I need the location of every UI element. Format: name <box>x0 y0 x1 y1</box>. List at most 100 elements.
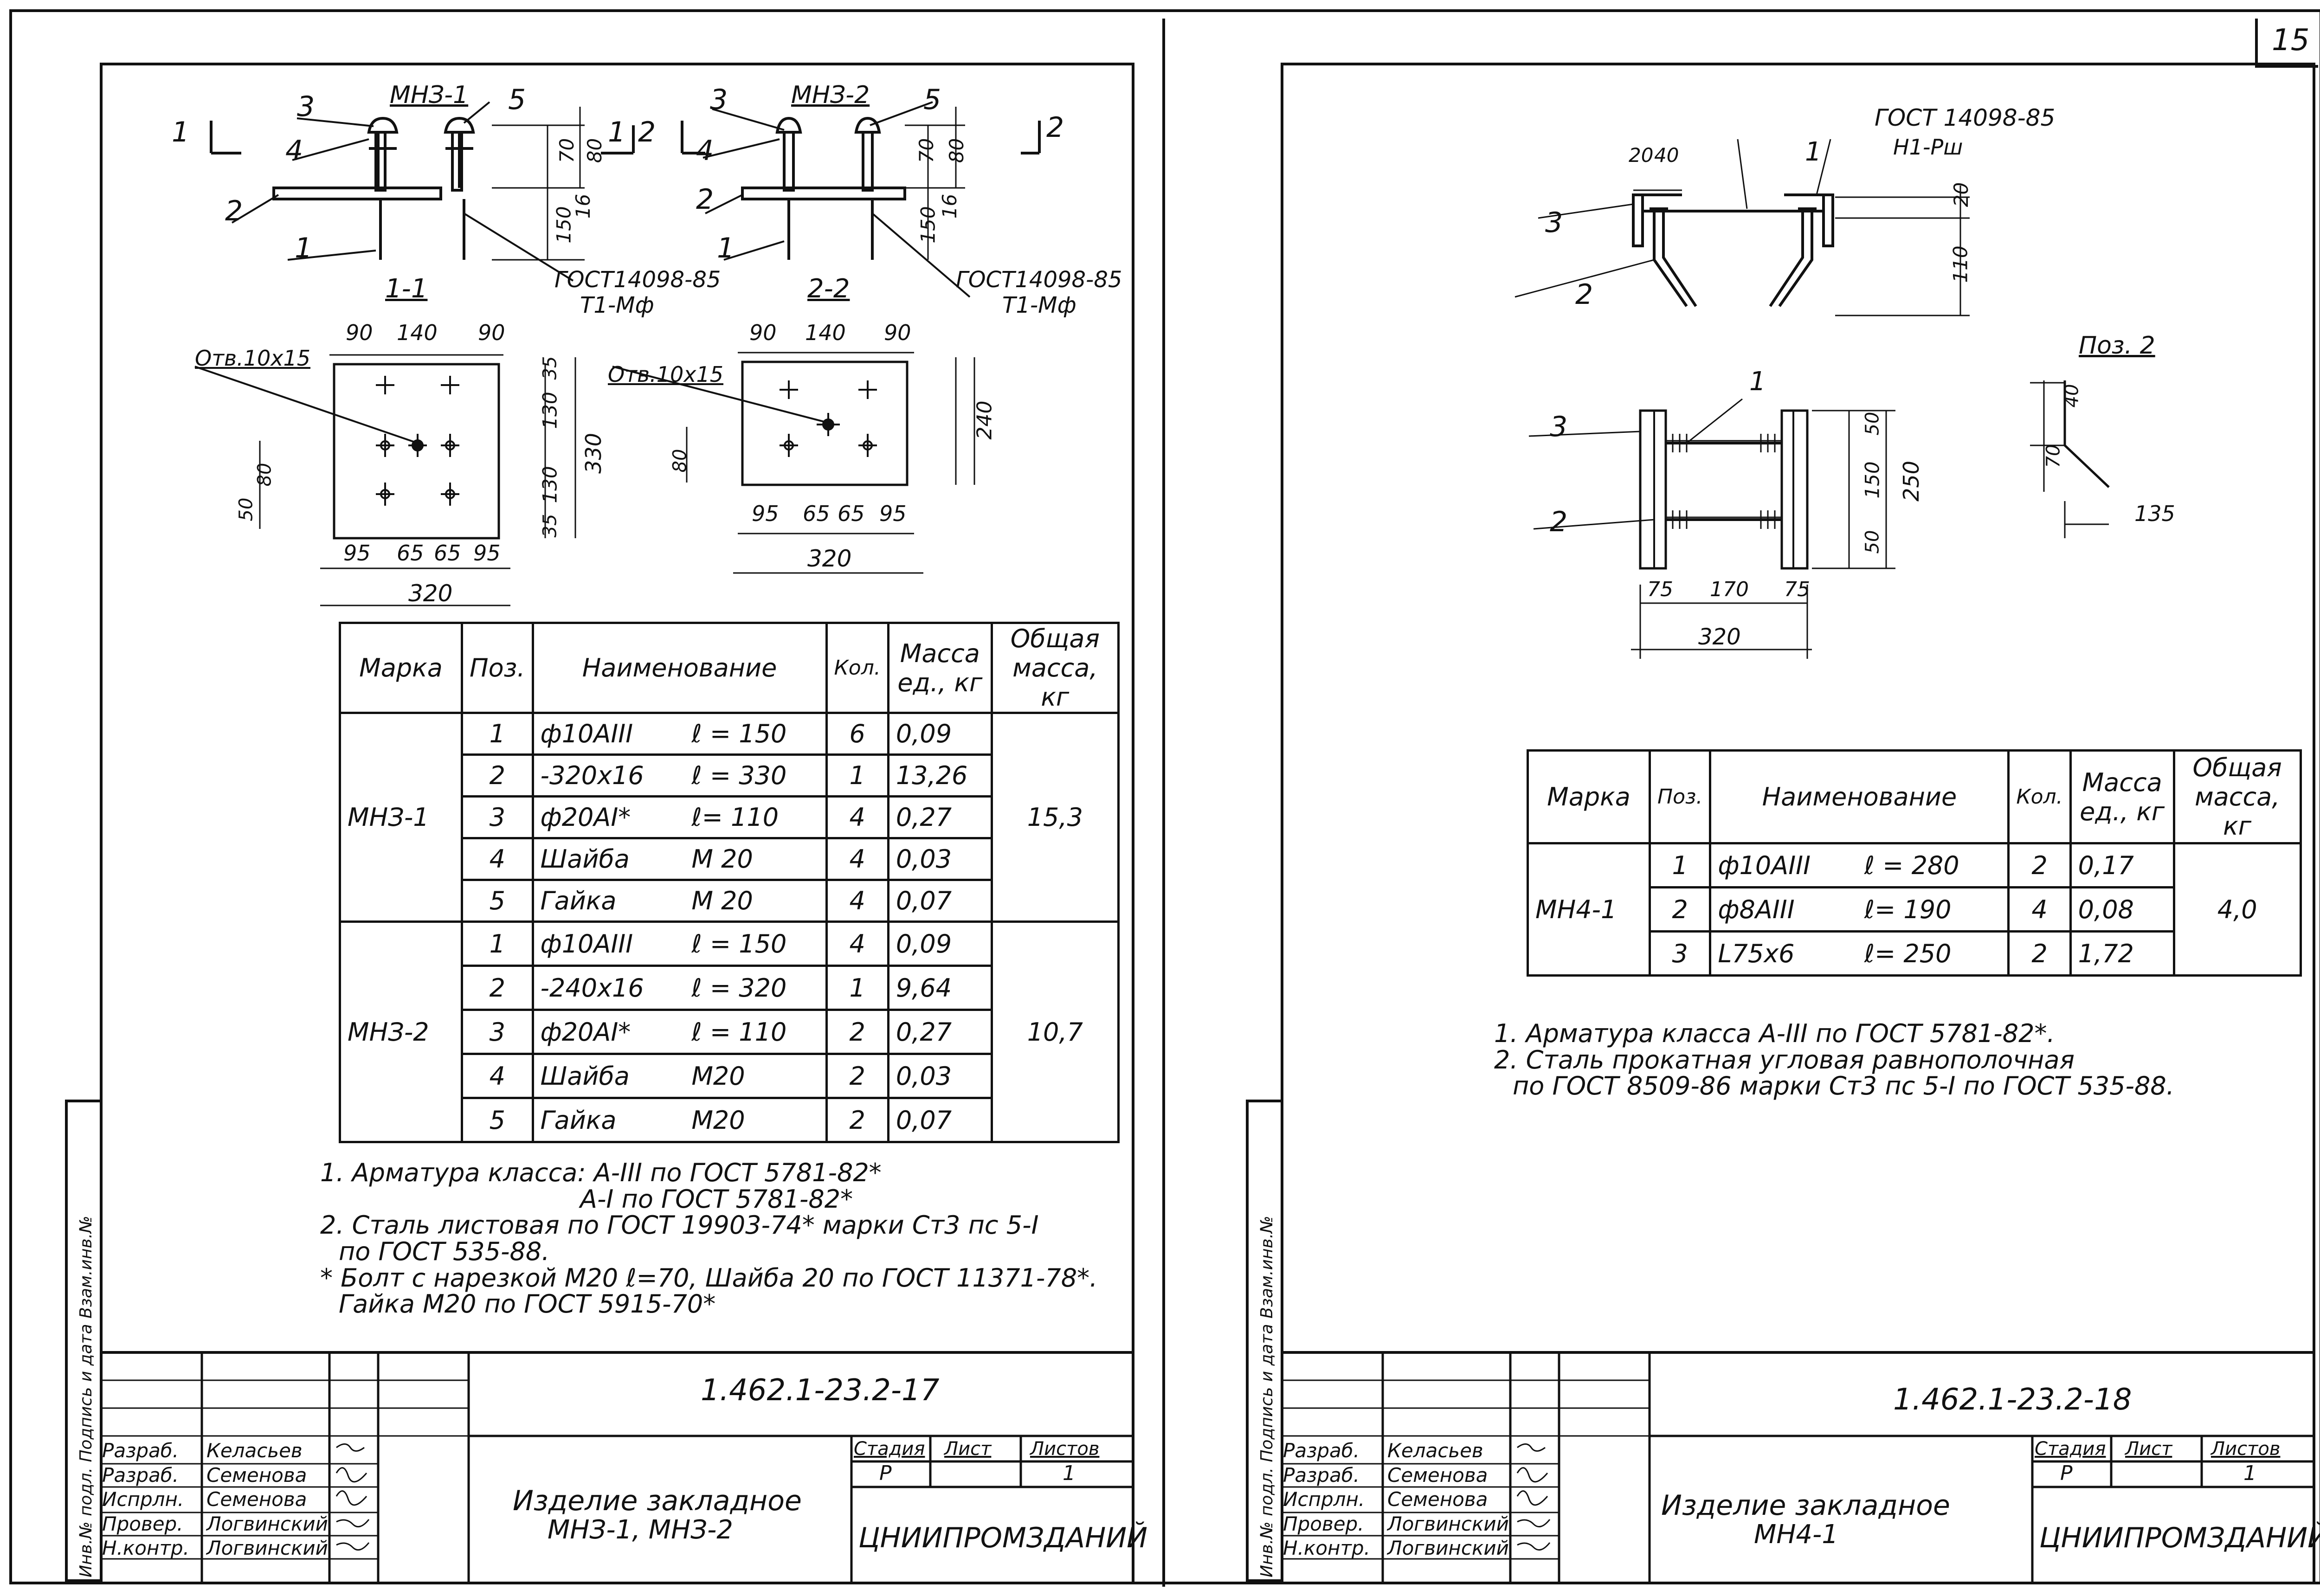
table-row: 2 ф8АIII ℓ= 190 4 0,08 <box>1528 886 2301 933</box>
plan-angle-left <box>1639 409 1667 570</box>
mark-mnz2-label: МНЗ-2 <box>791 81 870 109</box>
hole-label: Отв.10х15 <box>195 346 311 371</box>
dim-135: 135 <box>2134 501 2175 526</box>
dim-65: 65 <box>434 541 461 566</box>
role-cell: Провер. <box>1283 1512 1364 1535</box>
signature-icon <box>1516 1443 1551 1551</box>
right-drawing <box>1514 139 2110 659</box>
dim-95: 95 <box>752 501 779 526</box>
weld-type-label: Н1-Рш <box>1893 135 1963 160</box>
role-cell: Разраб. <box>1283 1464 1360 1487</box>
drawing-title: Изделие закладное <box>513 1485 802 1517</box>
dim-170: 170 <box>1710 578 1749 601</box>
table-row: 4 Шайба М 20 4 0,03 <box>340 837 1119 881</box>
name-cell: Семенова <box>1387 1464 1488 1487</box>
pos-1-label: 1 <box>295 232 313 264</box>
table-row: 5 Гайка М 20 4 0,07 <box>340 879 1119 923</box>
note-line: А-I по ГОСТ 5781-82* <box>580 1184 853 1214</box>
col-header: Поз. <box>1648 749 1712 844</box>
col-header: Кол. <box>2007 749 2072 844</box>
pos-1-label: 1 <box>1805 137 1822 167</box>
table-row: 2 -240х16 ℓ = 320 1 9,64 <box>340 965 1119 1011</box>
note-line: * Болт с нарезкой М20 ℓ=70, Шайба 20 по … <box>320 1263 1098 1293</box>
plate-mnz1 <box>272 187 442 200</box>
name-cell: Келасьев <box>1387 1439 1483 1462</box>
left-side-stamp <box>65 1100 103 1582</box>
table-row: 2 -320х16 ℓ = 330 1 13,26 <box>340 753 1119 798</box>
section-2-label: 2 <box>638 116 656 148</box>
note-line: Гайка М20 по ГОСТ 5915-70* <box>339 1289 716 1319</box>
pos-1-label: 1 <box>1749 367 1766 397</box>
right-side-stamp <box>1246 1100 1283 1582</box>
pos-2-label: 2 <box>696 183 714 216</box>
col-header: Масса ед., кг <box>2069 749 2175 844</box>
col-header: Поз. <box>461 622 534 714</box>
drawing-subtitle: МН4-1 <box>1754 1519 1838 1550</box>
pos-4-label: 4 <box>285 135 303 167</box>
nut-icon <box>367 116 399 134</box>
name-cell: Семенова <box>1387 1488 1488 1511</box>
table-row: 3 ф20АI* ℓ= 110 4 0,27 <box>340 795 1119 839</box>
col-header: Марка <box>339 622 463 714</box>
mark-mnz1-label: МНЗ-1 <box>390 81 469 109</box>
total-mass-cell: 4,0 <box>2172 842 2302 977</box>
sheets-value: 1 <box>2243 1461 2256 1485</box>
dim-95: 95 <box>473 541 501 566</box>
table-row: 3 L75х6 ℓ= 250 2 1,72 <box>1528 930 2301 977</box>
hole-label: Отв.10х15 <box>608 362 724 387</box>
mark-cell: МН4-1 <box>1527 842 1651 977</box>
dim-90: 90 <box>478 320 505 345</box>
right-spec-table: Марка Поз. Наименование Кол. Масса ед., … <box>1527 749 2302 977</box>
plate-mnz2 <box>741 187 906 200</box>
col-header: Общая масса, кг <box>2172 749 2302 844</box>
section-2-label: 2 <box>1046 111 1064 144</box>
col-header: Наименование <box>1709 749 2010 844</box>
note-line: 1. Арматура класса: А-III по ГОСТ 5781-8… <box>320 1158 882 1187</box>
stage-value: Р <box>2060 1461 2073 1485</box>
role-cell: Разраб. <box>102 1439 179 1462</box>
leader-line <box>296 117 374 127</box>
section-1-label: 1 <box>172 116 190 148</box>
table-row: МНЗ-2 1 ф10АIII ℓ = 150 4 0,09 10,7 <box>339 920 1120 1143</box>
plan-angle-right <box>1780 409 1809 570</box>
name-cell: Семенова <box>206 1488 307 1511</box>
organization: ЦНИИПРОМЗДАНИЙ <box>2039 1522 2320 1554</box>
dim-90: 90 <box>884 320 911 345</box>
dim-320: 320 <box>408 580 453 607</box>
dim-140: 140 <box>397 320 438 345</box>
name-cell: Логвинский <box>1387 1537 1509 1559</box>
role-cell: Провер. <box>102 1512 183 1535</box>
dim-320: 320 <box>1698 624 1741 650</box>
plan-plate-1-1 <box>333 363 500 540</box>
name-cell: Логвинский <box>1387 1512 1509 1535</box>
col-header: Кол. <box>825 622 889 714</box>
gost-weld-label: ГОСТ 14098-85 <box>1875 104 2056 131</box>
left-drawing <box>194 101 1041 606</box>
section-1-1-title: 1-1 <box>385 274 428 304</box>
sheet-label: Лист <box>944 1438 992 1460</box>
drawing-title: Изделие закладное <box>1661 1489 1950 1522</box>
name-cell: Келасьев <box>206 1439 303 1462</box>
mark-cell: МНЗ-2 <box>339 920 463 1143</box>
left-sheet <box>100 63 1134 1584</box>
poz2-title: Поз. 2 <box>2079 332 2155 360</box>
table-row: МН4-1 1 ф10АIII ℓ = 280 2 0,17 4,0 <box>1527 842 2302 977</box>
role-cell: Испрлн. <box>1283 1488 1365 1511</box>
pos-5-label: 5 <box>923 84 941 116</box>
table-row: 5 Гайка М20 2 0,07 <box>340 1097 1119 1143</box>
section-2-2-title: 2-2 <box>807 274 850 304</box>
table-row: 4 Шайба М20 2 0,03 <box>340 1053 1119 1099</box>
drawing-code: 1.462.1-23.2-18 <box>1893 1383 2132 1417</box>
table-row: 3 ф20АI* ℓ = 110 2 0,27 <box>340 1009 1119 1055</box>
right-notes: 1. Арматура класса А-III по ГОСТ 5781-82… <box>1494 1020 2174 1100</box>
section-1-label: 1 <box>608 116 626 148</box>
dim-65: 65 <box>397 541 424 566</box>
sheet-label: Лист <box>2125 1438 2172 1460</box>
pos-2-label: 2 <box>1550 506 1568 538</box>
weld-type-label: Т1-Мф <box>580 292 654 318</box>
total-mass-cell: 15,3 <box>990 712 1120 923</box>
pos-1-label: 1 <box>717 232 735 264</box>
signature-icon <box>335 1443 370 1551</box>
left-title-block <box>100 1351 1134 1582</box>
dim-75: 75 <box>1784 578 1810 601</box>
